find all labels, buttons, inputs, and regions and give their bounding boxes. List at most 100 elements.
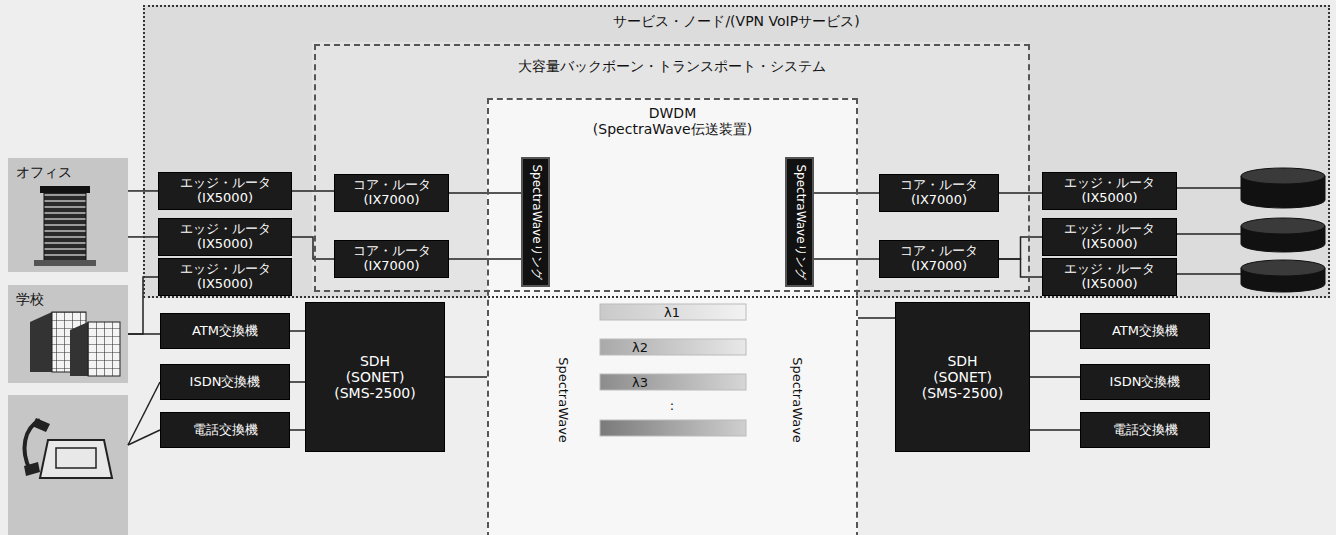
wavelength-bar	[600, 339, 746, 355]
school-panel	[8, 285, 128, 383]
spectrawave-ring-box: SpectraWaveリング	[785, 157, 814, 287]
office-illustration: オフィス	[8, 158, 128, 272]
phone-handset-ends	[24, 418, 50, 476]
switch-box-text: 電話交換機	[193, 423, 258, 438]
connector-line	[128, 333, 160, 335]
switch-box: ISDN交換機	[1080, 364, 1210, 400]
connector-line	[814, 258, 879, 260]
edge-router-box: エッジ・ルータ (IX5000)	[158, 172, 292, 210]
phone-panel	[8, 395, 128, 535]
server-wire	[1175, 273, 1241, 275]
database-cylinder-top	[1241, 168, 1325, 184]
connector-line	[292, 237, 334, 259]
sdh-box: SDH (SONET) (SMS-2500)	[305, 302, 445, 452]
edge-router-box: エッジ・ルータ (IX5000)	[158, 218, 292, 256]
switch-box: 電話交換機	[160, 412, 290, 448]
server-wire	[1175, 233, 1241, 235]
switch-box: 電話交換機	[1080, 412, 1210, 448]
sdh-box: SDH (SONET) (SMS-2500)	[895, 302, 1030, 452]
office-building	[44, 192, 86, 262]
school-illustration: 学校	[8, 285, 128, 383]
device-label: SpectraWave	[556, 357, 571, 443]
office-illustration-text: オフィス	[16, 164, 120, 182]
edge-router-box-text: エッジ・ルータ (IX5000)	[1047, 262, 1172, 292]
server-cylinders	[1241, 168, 1325, 292]
spectrawave-ring-box: SpectraWaveリング	[521, 157, 550, 287]
wavelength-bar	[600, 420, 746, 436]
connector-line	[999, 192, 1042, 194]
edge-router-box-text: エッジ・ルータ (IX5000)	[1047, 176, 1172, 206]
service-node-region-text: サービス・ノード/(VPN VoIPサービス)	[613, 13, 859, 31]
office-panel	[8, 158, 128, 272]
switch-box-text: ISDN交換機	[1110, 375, 1181, 390]
ellipsis-mark: :	[670, 398, 674, 413]
edge-router-box-text: エッジ・ルータ (IX5000)	[1047, 222, 1172, 252]
connector-line	[858, 317, 895, 319]
switch-box-text: ATM交換機	[192, 324, 258, 339]
phone-keypad	[56, 448, 96, 468]
switch-box-text: 電話交換機	[1113, 423, 1178, 438]
edge-router-box: エッジ・ルータ (IX5000)	[1042, 218, 1177, 256]
core-router-box: コア・ルータ (IX7000)	[879, 240, 999, 278]
connector-line	[290, 381, 305, 383]
core-router-box-text: コア・ルータ (IX7000)	[884, 178, 994, 208]
edge-router-box: エッジ・ルータ (IX5000)	[158, 258, 292, 296]
switch-box-text: ISDN交換機	[190, 375, 261, 390]
database-cylinder-top	[1241, 260, 1325, 276]
switch-box: ATM交換機	[160, 313, 290, 349]
wavelength-bar	[600, 304, 746, 320]
school-building-side	[30, 312, 52, 372]
connector-line	[292, 190, 334, 192]
backbone-region: コア・ルータ (IX7000) コア・ルータ (IX7000) コア・ルータ (IX…	[314, 44, 1030, 292]
core-router-box: コア・ルータ (IX7000)	[879, 174, 999, 212]
phone-wire	[128, 430, 160, 445]
spectrawave-ring-box-text: SpectraWaveリング	[791, 164, 808, 279]
core-router-box-text: コア・ルータ (IX7000)	[339, 244, 444, 274]
dwdm-ground	[487, 98, 858, 535]
office-base	[34, 260, 96, 266]
connector-line	[1030, 330, 1080, 332]
school-illustration-text: 学校	[16, 291, 120, 309]
sdh-box-text: SDH (SONET) (SMS-2500)	[921, 353, 1005, 401]
switch-box-text: ATM交換機	[1112, 324, 1178, 339]
phone-wire	[128, 382, 160, 445]
edge-router-box-text: エッジ・ルータ (IX5000)	[163, 262, 287, 292]
connector-line	[1030, 429, 1080, 431]
office-roof	[40, 186, 90, 193]
switch-box: ISDN交換機	[160, 364, 290, 400]
connector-line	[290, 429, 305, 431]
dwdm-region-text: DWDM (SpectraWave伝送装置)	[573, 105, 773, 139]
phone-body	[40, 440, 112, 478]
switch-box: ATM交換機	[1080, 313, 1210, 349]
backbone-region-text: 大容量バックボーン・トランスポート・システム	[518, 58, 826, 76]
connector-line	[290, 330, 305, 332]
core-router-box: コア・ルータ (IX7000)	[334, 174, 449, 212]
wavelength-label: λ3	[632, 375, 648, 390]
edge-router-box: エッジ・ルータ (IX5000)	[1042, 258, 1177, 296]
server-wire	[1175, 187, 1241, 189]
school-building-side	[70, 322, 88, 376]
connector-line	[1030, 376, 1080, 378]
connector-line	[999, 259, 1042, 277]
connector-line	[449, 258, 521, 260]
core-router-box-text: コア・ルータ (IX7000)	[339, 178, 444, 208]
edge-router-box-text: エッジ・ルータ (IX5000)	[163, 222, 287, 252]
connector-line	[814, 192, 879, 194]
connector-line	[445, 376, 487, 378]
core-router-box: コア・ルータ (IX7000)	[334, 240, 449, 278]
wavelength-label: λ1	[664, 305, 680, 320]
core-router-box-text: コア・ルータ (IX7000)	[884, 244, 994, 274]
service-node-region: コア・ルータ (IX7000) コア・ルータ (IX7000) コア・ルータ (IX…	[143, 5, 1330, 298]
edge-router-box: エッジ・ルータ (IX5000)	[1042, 172, 1177, 210]
device-label: SpectraWave	[790, 357, 805, 443]
wavelength-label: λ2	[632, 340, 648, 355]
wavelength-bar	[600, 374, 746, 390]
sdh-box-text: SDH (SONET) (SMS-2500)	[333, 353, 417, 401]
edge-router-box-text: エッジ・ルータ (IX5000)	[163, 176, 287, 206]
spectrawave-ring-box-text: SpectraWaveリング	[527, 164, 544, 279]
school-building	[88, 322, 120, 376]
database-cylinder-top	[1241, 218, 1325, 234]
connector-line	[999, 237, 1042, 259]
connector-line	[449, 192, 521, 194]
